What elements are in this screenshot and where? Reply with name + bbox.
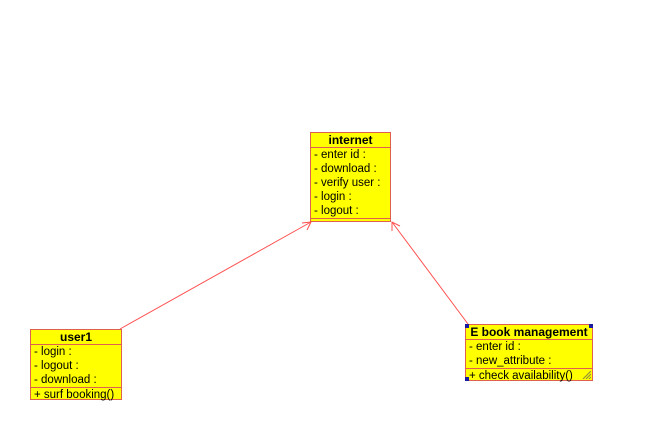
arrowhead-user1-internet [301,221,312,231]
attribute: - enter id : [469,341,521,353]
class-name: user1 [31,330,121,345]
operation: + check availability() [469,370,573,382]
class-internet[interactable]: internet - enter id : - download : - ver… [310,132,391,222]
operation-list [311,219,390,223]
attribute-list: - login : - logout : - download : [31,345,121,388]
operation-list: + check availability() [466,369,592,383]
attribute: - download : [314,163,377,175]
attribute-list: - enter id : - download : - verify user … [311,148,390,219]
association-user1-internet[interactable] [119,221,312,330]
attribute: - enter id : [314,149,366,161]
attribute: - new_attribute : [469,355,552,367]
attribute: - verify user : [314,177,381,189]
selection-handle-top-left[interactable] [465,324,469,328]
attribute: - login : [314,191,352,203]
class-ebook-management[interactable]: E book management - enter id : - new_att… [465,324,593,383]
attribute: - logout : [314,205,359,217]
class-name: internet [311,133,390,148]
attribute-list: - enter id : - new_attribute : [466,340,592,369]
operation-list: + surf booking() [31,388,121,402]
class-user1[interactable]: user1 - login : - logout : - download : … [30,329,122,402]
class-name: E book management [466,325,592,340]
selection-handle-bottom-left[interactable] [465,377,469,381]
association-ebook-internet[interactable] [391,221,469,325]
attribute: - download : [34,374,97,386]
resize-grip-icon[interactable] [581,371,591,379]
arrowhead-ebook-internet [391,221,401,231]
operation: + surf booking() [34,389,115,401]
attribute: - logout : [34,360,79,372]
selection-handle-top-right[interactable] [589,324,593,328]
attribute: - login : [34,346,72,358]
